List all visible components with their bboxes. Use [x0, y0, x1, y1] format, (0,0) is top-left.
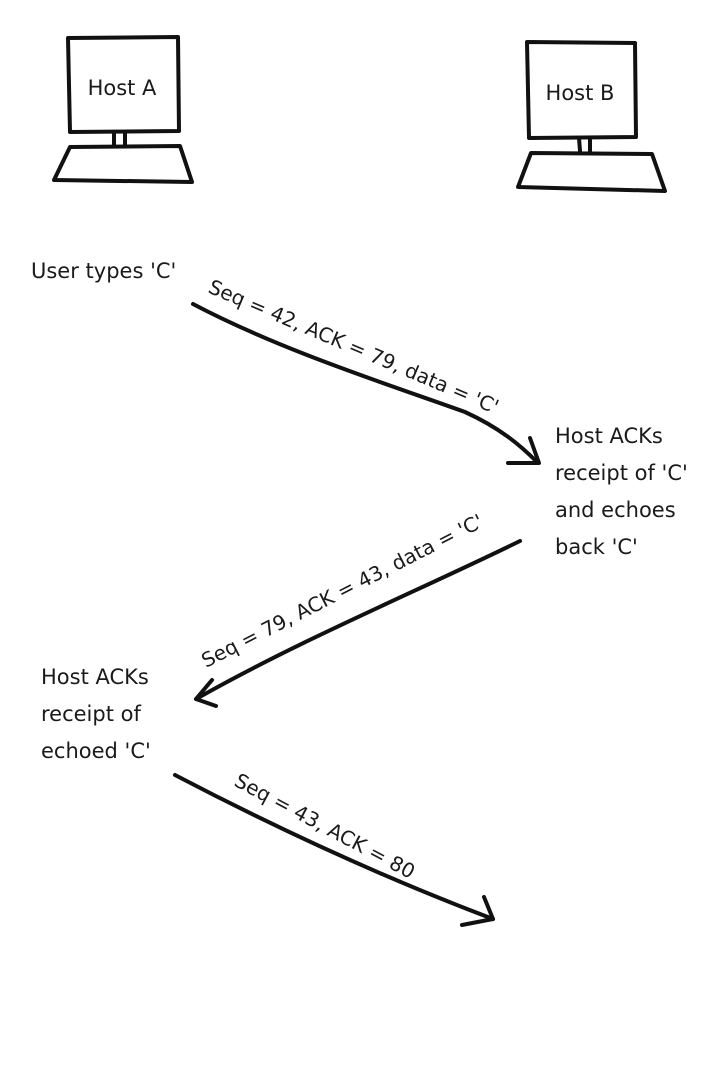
user-types-note: User types 'C': [31, 259, 176, 283]
host-a-ack-note: Host ACKs receipt of echoed 'C': [41, 665, 151, 763]
host-a-ack-line-2: receipt of: [41, 702, 141, 726]
host-b-ack-line-4: back 'C': [555, 535, 638, 559]
host-b-ack-line-2: receipt of 'C': [555, 461, 688, 485]
message-arrow-3: [173, 773, 495, 927]
host-a-computer-icon: [52, 35, 194, 184]
message-arrow-1: [191, 302, 541, 465]
host-b-computer-icon: [516, 40, 667, 193]
host-a-ack-line-3: echoed 'C': [41, 739, 151, 763]
message-label-3: Seq = 43, ACK = 80: [231, 768, 419, 883]
message-label-1: Seq = 42, ACK = 79, data = 'C': [205, 275, 502, 419]
host-b-ack-note: Host ACKs receipt of 'C' and echoes back…: [555, 424, 688, 559]
host-a-label: Host A: [88, 76, 157, 100]
host-b-label: Host B: [546, 81, 615, 105]
host-b-ack-line-3: and echoes: [555, 498, 676, 522]
host-b-ack-line-1: Host ACKs: [555, 424, 663, 448]
message-label-2: Seq = 79, ACK = 43, data = 'C': [197, 509, 487, 672]
host-a-ack-line-1: Host ACKs: [41, 665, 149, 689]
message-arrow-2: [194, 539, 522, 708]
